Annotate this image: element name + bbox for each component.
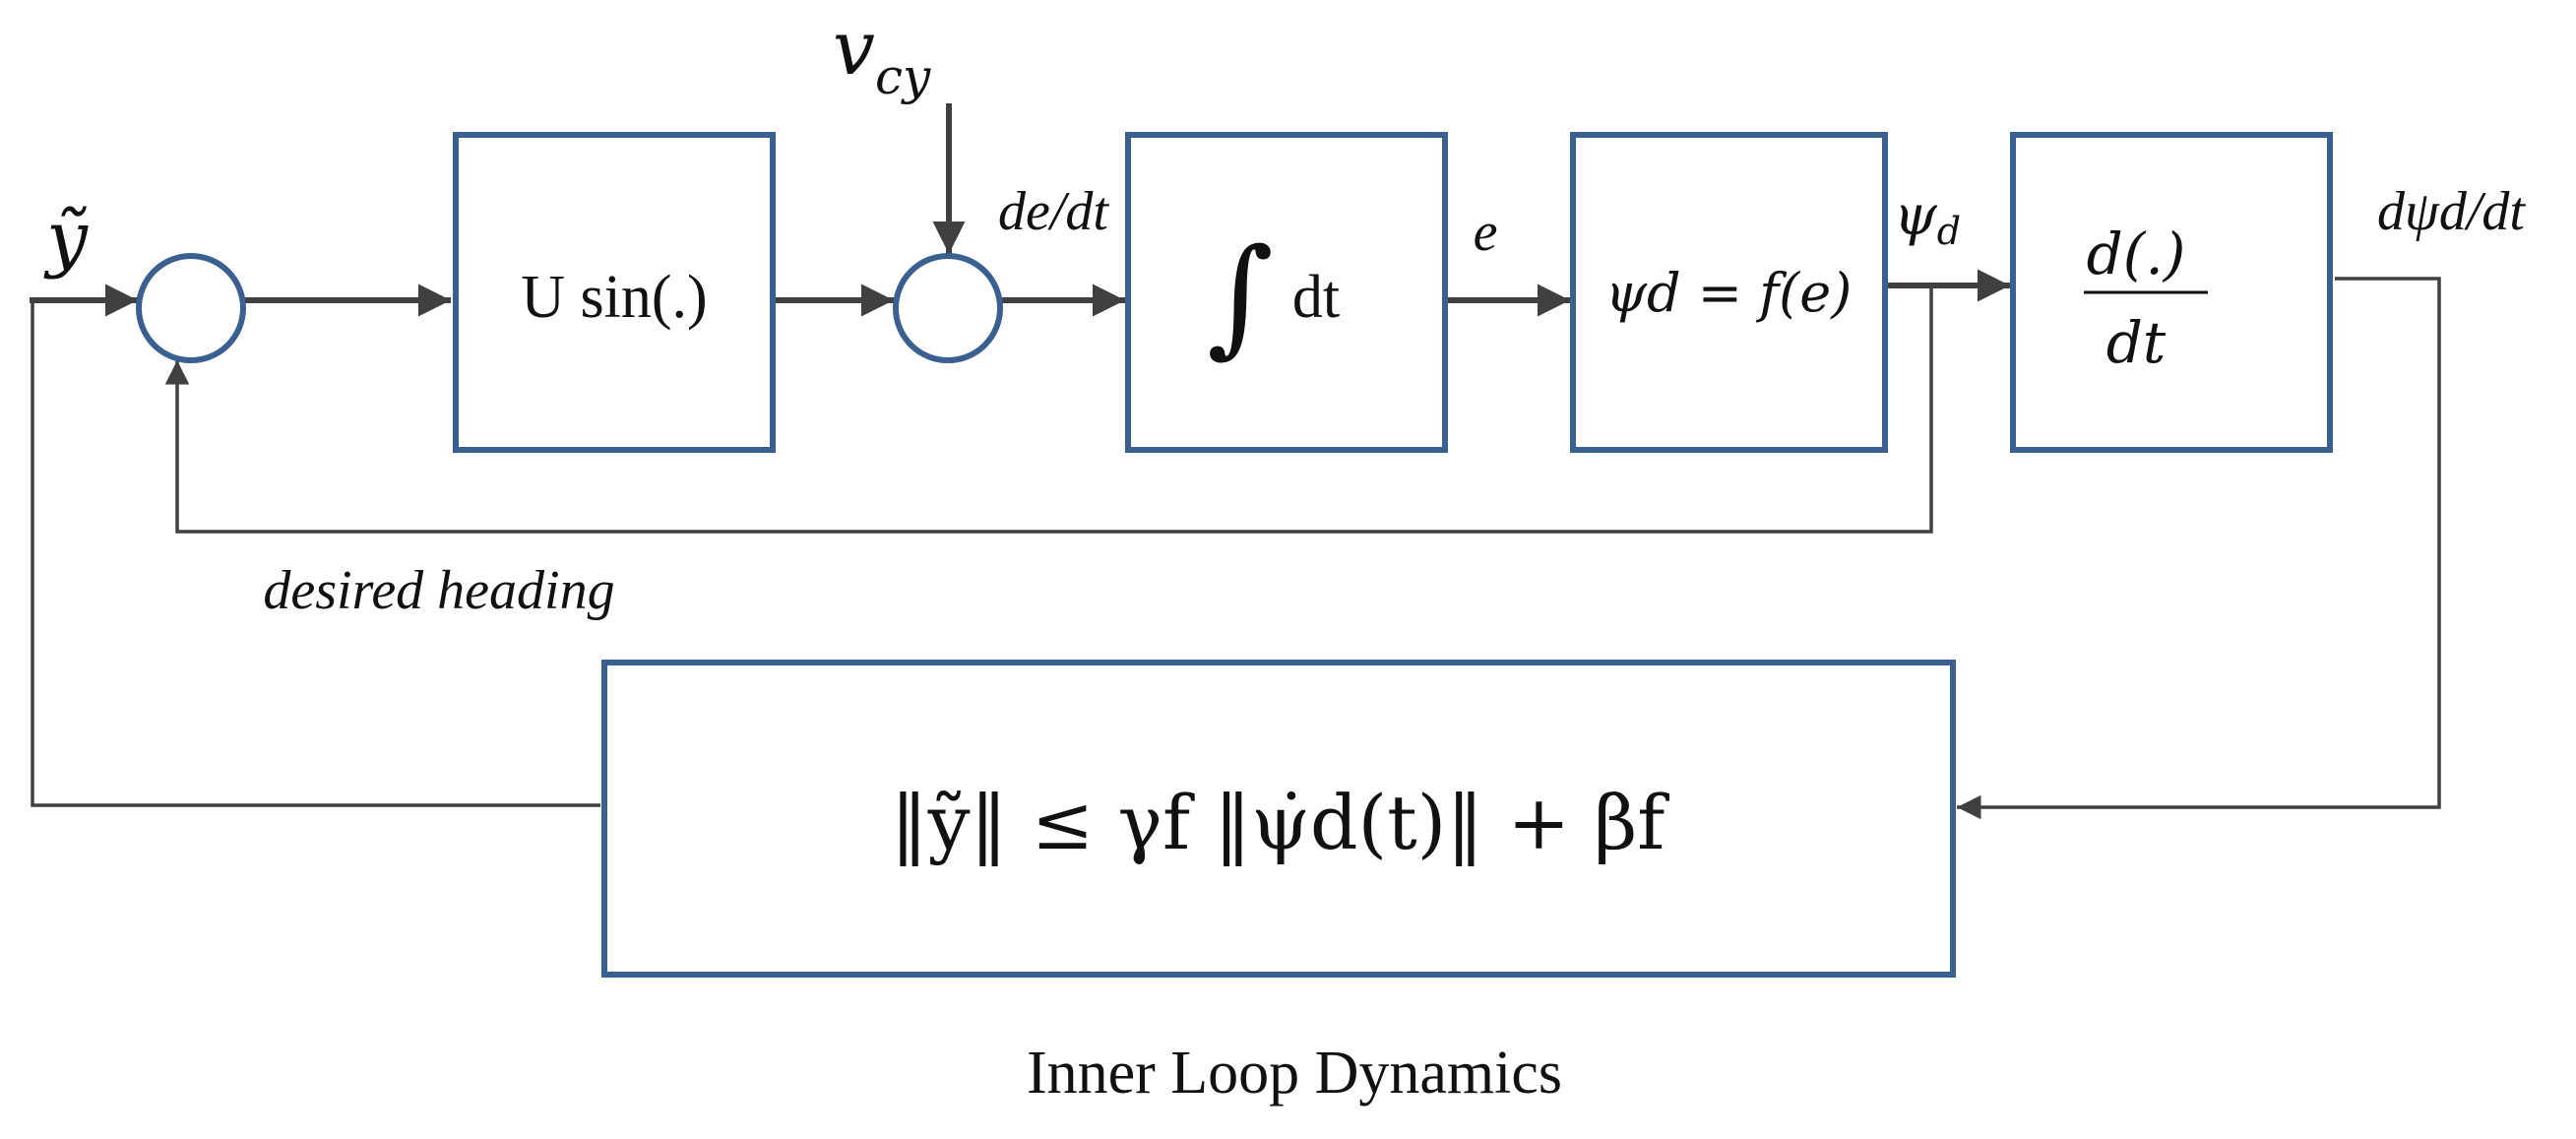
integral-sign: ∫ bbox=[1207, 221, 1274, 370]
summing-junction-2 bbox=[893, 253, 1003, 363]
bound-block bbox=[601, 660, 1956, 978]
bound-output-wire bbox=[31, 300, 600, 807]
feedback-label: desired heading bbox=[263, 560, 614, 621]
bound-block-label: ‖ỹ‖ ≤ γf ‖ψ̇d(t)‖ + βf bbox=[891, 779, 1670, 866]
heading-signal-label: ψd bbox=[1894, 184, 1961, 253]
mapping-block bbox=[1570, 132, 1888, 453]
usin-block bbox=[453, 132, 776, 453]
summing-junction-1 bbox=[136, 253, 246, 363]
differentiator-numerator: d(.) bbox=[2087, 221, 2186, 287]
rate-signal-label: dψd/dt bbox=[2377, 181, 2526, 242]
mapping-block-label: ψd = f(e) bbox=[1605, 262, 1853, 324]
integrator-dt-label: dt bbox=[1292, 264, 1340, 331]
input-label: ỹ bbox=[43, 196, 89, 281]
integrator-block bbox=[1125, 132, 1448, 453]
usin-block-label: U sin(.) bbox=[521, 264, 707, 331]
heading-feedback-wire bbox=[164, 285, 1933, 534]
derivative-signal-label: de/dt bbox=[998, 181, 1109, 242]
differentiator-denominator: dt bbox=[2106, 309, 2167, 376]
disturbance-label: vcy bbox=[833, 4, 931, 105]
rate-feedback-wire bbox=[1957, 277, 2441, 820]
caption: Inner Loop Dynamics bbox=[1027, 1040, 1562, 1107]
error-signal-label: e bbox=[1474, 202, 1498, 263]
